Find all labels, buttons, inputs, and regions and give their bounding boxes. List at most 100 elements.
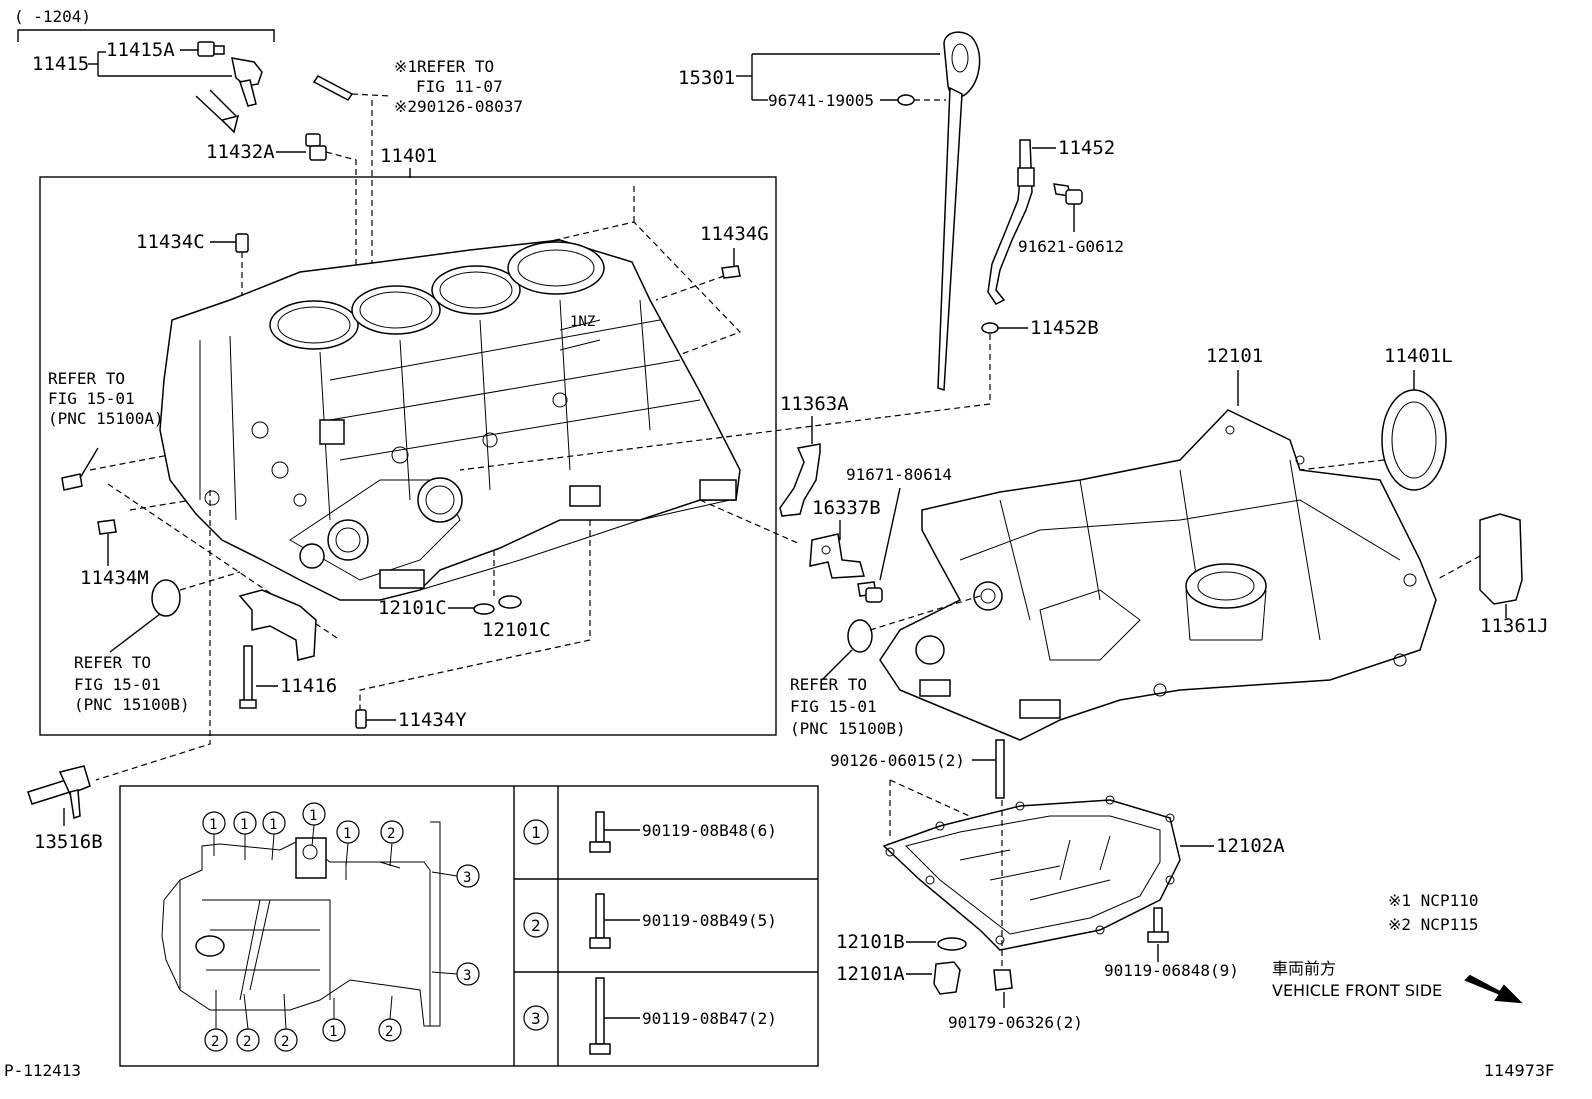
svg-text:1: 1 [240, 817, 248, 833]
bolt-90119-06848: 90119-06848(9) [1104, 907, 1239, 980]
svg-text:1: 1 [329, 1024, 337, 1040]
callout-11401: 11401 [380, 145, 437, 178]
svg-text:91621-G0612: 91621-G0612 [1018, 237, 1124, 256]
svg-text:11432A: 11432A [206, 141, 275, 163]
svg-text:11361J: 11361J [1480, 615, 1549, 637]
cylinder-block-illustration: 1NZ [89, 186, 801, 710]
table-callout-1c: 1 [262, 811, 286, 861]
svg-text:12101: 12101 [1206, 345, 1263, 367]
label-11434M: 11434M [80, 567, 149, 589]
svg-text:12101C: 12101C [482, 619, 551, 641]
svg-text:FIG 11-07: FIG 11-07 [416, 77, 503, 96]
svg-text:11452B: 11452B [1030, 317, 1099, 339]
table-callout-2b: 2 [204, 990, 228, 1052]
refer-right-note: REFER TO FIG 15-01 (PNC 15100B) [790, 675, 906, 738]
svg-text:11434G: 11434G [700, 223, 769, 245]
refer-left2-note: REFER TO FIG 15-01 (PNC 15100B) [74, 653, 190, 714]
svg-text:11434C: 11434C [136, 231, 205, 253]
svg-text:2: 2 [211, 1034, 219, 1050]
svg-text:※290126-08037: ※290126-08037 [394, 97, 523, 116]
date-range-bracket: ( -1204) [14, 7, 275, 42]
svg-text:車両前方: 車両前方 [1272, 959, 1336, 978]
svg-text:16337B: 16337B [812, 497, 881, 519]
svg-text:11401: 11401 [380, 145, 437, 167]
svg-text:VEHICLE FRONT SIDE: VEHICLE FRONT SIDE [1272, 981, 1442, 1000]
table-callout-3b: 3 [431, 962, 480, 986]
svg-text:1: 1 [209, 817, 217, 833]
table-callout-2d: 2 [274, 993, 298, 1052]
svg-text:11452: 11452 [1058, 137, 1115, 159]
oil-seal-11401L: 11401L [1299, 345, 1453, 491]
svg-text:REFER TO: REFER TO [790, 675, 867, 694]
svg-text:※1REFER TO: ※1REFER TO [394, 57, 494, 76]
table-callout-1a: 1 [202, 811, 226, 856]
svg-text:12101B: 12101B [836, 931, 905, 953]
refer-left1-note: REFER TO FIG 15-01 (PNC 15100A) [48, 369, 164, 428]
svg-text:90126-06015(2): 90126-06015(2) [830, 751, 965, 770]
footer-left-code: P-112413 [4, 1061, 81, 1080]
svg-text:FIG 15-01: FIG 15-01 [74, 675, 161, 694]
svg-text:12102A: 12102A [1216, 835, 1285, 857]
callout-91671-80614: 91671-80614 [846, 465, 952, 603]
svg-text:1NZ: 1NZ [570, 314, 595, 330]
vehicle-front-indicator: 車両前方 VEHICLE FRONT SIDE [1272, 959, 1523, 1004]
svg-text:REFER TO: REFER TO [48, 369, 125, 388]
dipstick-15301: 15301 96741-19005 [678, 31, 981, 392]
stud-90126-08037 [312, 75, 391, 300]
table-callout-3a: 3 [431, 864, 480, 888]
bearing-cap-11416: 11416 [238, 589, 337, 709]
cylinder-block-frame [39, 176, 777, 736]
svg-text:1: 1 [309, 808, 317, 824]
left-pins [61, 447, 117, 566]
oring-right [821, 595, 981, 681]
callout-11434G: 11434G [655, 223, 769, 301]
svg-text:FIG 15-01: FIG 15-01 [790, 697, 877, 716]
refer-top-note: ※1REFER TO FIG 11-07 ※290126-08037 [394, 57, 523, 116]
svg-text:90179-06326(2): 90179-06326(2) [948, 1013, 1083, 1032]
svg-text:3: 3 [463, 968, 471, 984]
svg-text:11401L: 11401L [1384, 345, 1453, 367]
oil-pan-lower-illustration: 12102A [882, 795, 1285, 951]
bolt-location-table: 1 90119-08B48(6) 2 90119-08B49(5) 3 9011… [119, 785, 819, 1067]
oring-left [109, 571, 241, 653]
svg-text:13516B: 13516B [34, 831, 103, 853]
svg-text:11415A: 11415A [106, 39, 175, 61]
table-callout-1b: 1 [233, 811, 257, 860]
table-callout-2a: 2 [380, 820, 404, 867]
table-callout-2e: 2 [378, 995, 402, 1042]
bolt-row-3-part: 90119-08B47(2) [642, 1009, 777, 1028]
svg-text:12101C: 12101C [378, 597, 447, 619]
svg-text:11363A: 11363A [780, 393, 849, 415]
cover-11361J: 11361J [1435, 513, 1549, 637]
callout-12101A: 12101A [836, 961, 961, 995]
svg-text:※1 NCP110: ※1 NCP110 [1388, 891, 1478, 910]
callout-12101B: 12101B [836, 931, 967, 953]
svg-text:2: 2 [531, 916, 541, 935]
table-callout-1f: 1 [322, 998, 346, 1042]
svg-text:96741-19005: 96741-19005 [768, 91, 874, 110]
callout-11434Y: 11434Y [355, 709, 467, 731]
svg-text:11434Y: 11434Y [398, 709, 467, 731]
callout-12101: 12101 [1206, 345, 1263, 406]
callout-11363A: 11363A [779, 393, 849, 517]
svg-text:※2 NCP115: ※2 NCP115 [1388, 915, 1478, 934]
table-callout-1e: 1 [336, 820, 360, 867]
model-notes: ※1 NCP110 ※2 NCP115 [1388, 891, 1478, 934]
svg-text:(PNC 15100B): (PNC 15100B) [74, 695, 190, 714]
callout-11415: 11415 11415A [32, 39, 263, 134]
callout-11434C: 11434C [136, 231, 249, 312]
svg-text:2: 2 [243, 1034, 251, 1050]
bolt-row-2-part: 90119-08B49(5) [642, 911, 777, 930]
svg-text:1: 1 [269, 817, 277, 833]
callout-13516B: 13516B [27, 490, 211, 853]
footer-right-code: 114973F [1484, 1061, 1554, 1080]
svg-text:(PNC 15100B): (PNC 15100B) [790, 719, 906, 738]
svg-text:1: 1 [343, 826, 351, 842]
svg-text:11416: 11416 [280, 675, 337, 697]
nut-90179-06326: 90179-06326(2) [948, 800, 1083, 1032]
front-arrow-icon [1464, 974, 1523, 1004]
svg-text:3: 3 [531, 1009, 541, 1028]
svg-text:1: 1 [531, 823, 541, 842]
oil-pan-upper-illustration [879, 409, 1437, 741]
